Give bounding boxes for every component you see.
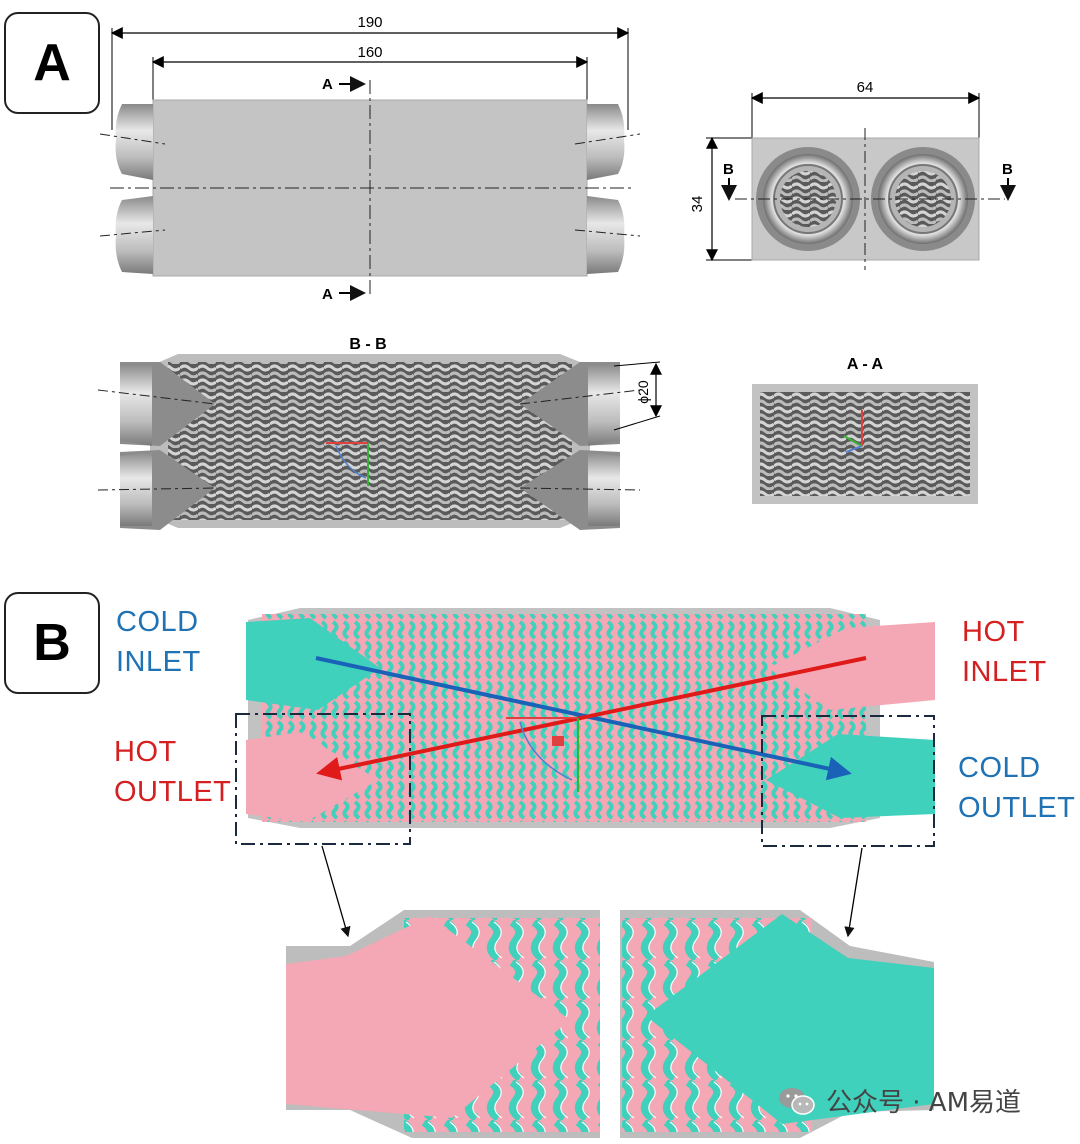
port-lower-right [587,196,625,274]
cold-outlet-line1: COLD [958,752,1041,784]
hot-outlet-manifold [246,732,378,822]
hot-outlet-manifold-zoom [286,916,570,1118]
wechat-icon [779,1087,815,1115]
dim-overall-length: 190 [357,14,382,31]
section-mark-a-top: A [322,76,333,93]
watermark-text: 公众号 · AM易道 [826,1088,1022,1118]
zoom-box-left [235,713,411,845]
cold-inlet-manifold [246,618,380,710]
hot-inlet-line1: HOT [962,616,1025,648]
cold-inlet-label: COLD INLET [116,602,201,682]
port-lower-left [115,196,153,274]
panel-b-badge: B [4,592,100,694]
section-bb: B - B ϕ20 [97,336,662,530]
zoom-detail-left [286,910,600,1138]
flow-diagram [235,608,935,938]
panel-a-badge: A [4,12,100,114]
hot-flow-arrow [316,656,867,781]
port-upper-left [115,104,153,180]
hot-outlet-line2: OUTLET [114,776,232,808]
section-bb-title: B - B [349,336,386,353]
hot-outlet-line1: HOT [114,736,177,768]
hot-inlet-line2: INLET [962,656,1047,688]
cold-outlet-manifold-zoom [646,914,934,1124]
cold-outlet-line2: OUTLET [958,792,1076,824]
hot-inlet-manifold [768,622,935,710]
zoom-detail-right [620,910,934,1138]
hot-inlet-label: HOT INLET [962,612,1047,692]
dim-height: 34 [689,196,706,213]
cold-flow-arrow [315,656,852,781]
cold-inlet-line1: COLD [116,606,199,638]
section-aa-title: A - A [847,356,884,373]
section-mark-b-left: B [723,161,734,178]
dim-port-diameter: ϕ20 [635,380,651,404]
watermark: 公众号 · AM易道 [778,1082,1021,1119]
hot-outlet-label: HOT OUTLET [114,732,231,812]
cold-inlet-line2: INLET [116,646,201,678]
dim-width: 64 [857,79,874,96]
port-upper-right [587,104,625,180]
top-view: 190 160 A A [99,14,641,303]
section-aa: A - A [752,356,978,504]
section-mark-b-right: B [1002,161,1013,178]
dim-body-length: 160 [357,44,382,61]
cold-outlet-label: COLD OUTLET [958,748,1075,828]
section-mark-a-bottom: A [322,286,333,303]
end-view: 64 34 B B [689,79,1016,270]
zoom-box-right [761,715,935,847]
